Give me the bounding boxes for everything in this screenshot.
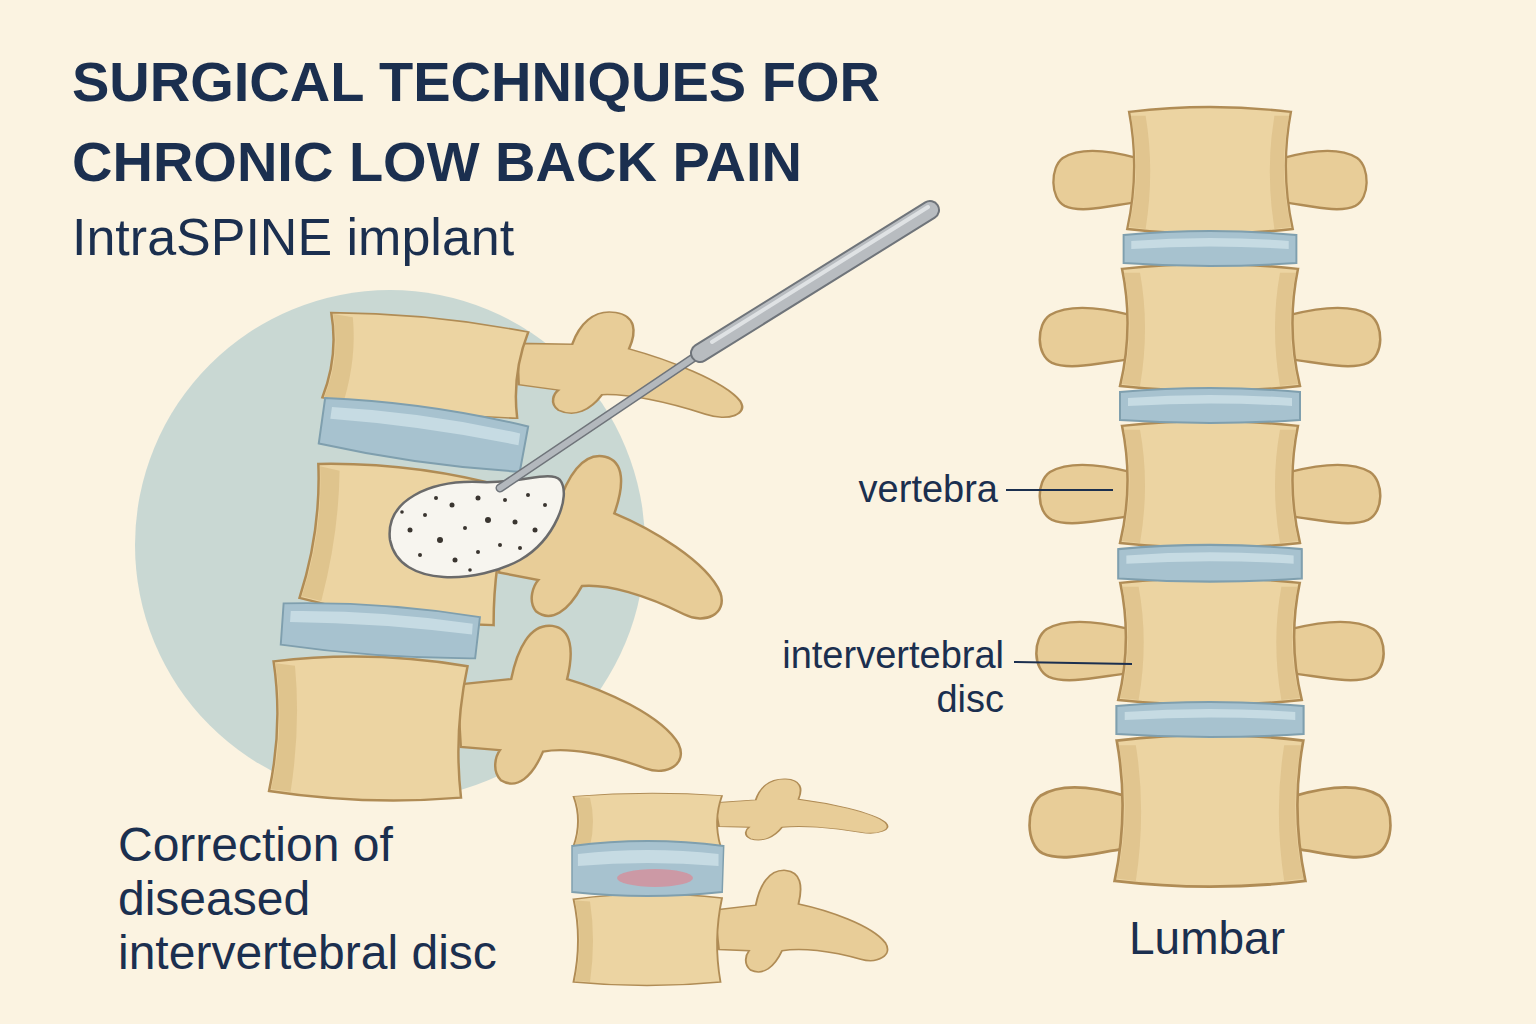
- vertebra-figure: [1036, 578, 1383, 705]
- pore-dot: [423, 513, 427, 517]
- vertebra-figure: [1030, 735, 1391, 887]
- instrument-shaft: [500, 350, 705, 488]
- leader-line: [1006, 489, 1113, 491]
- vertebra-figure: [1053, 107, 1366, 234]
- disc-figure: [1124, 231, 1297, 266]
- pore-dot: [476, 496, 481, 501]
- region-label: Lumbar: [1129, 910, 1285, 966]
- pore-dot: [476, 550, 480, 554]
- part-label: vertebra: [859, 466, 998, 512]
- instrument-handle: [700, 210, 930, 353]
- disc-figure: [1120, 388, 1300, 423]
- pore-dot: [437, 537, 443, 543]
- pore-dot: [526, 493, 530, 497]
- pore-dot: [418, 553, 422, 557]
- pore-dot: [450, 503, 455, 508]
- instrument-highlight: [712, 207, 928, 342]
- implant: [390, 476, 564, 577]
- pore-dot: [468, 568, 472, 572]
- pore-dot: [463, 526, 467, 530]
- caption-label: Correction of diseased intervertebral di…: [118, 818, 538, 980]
- vertebra-figure: [574, 779, 888, 848]
- pore-dot: [408, 528, 413, 533]
- implant-body: [390, 476, 564, 577]
- leader-line: [1014, 662, 1132, 664]
- front-spine: [1030, 107, 1391, 887]
- title: SURGICAL TECHNIQUES FOR CHRONIC LOW BACK…: [72, 42, 972, 202]
- pore-dot: [485, 517, 491, 523]
- instrument-handle-outline: [700, 210, 930, 353]
- disc-figure: [1116, 702, 1303, 737]
- small-disc-illustration: [572, 779, 887, 986]
- disc-figure: [280, 599, 480, 662]
- disc-figure: [318, 393, 529, 476]
- subtitle: IntraSPINE implant: [72, 206, 514, 268]
- instrument-shaft-outline: [500, 350, 705, 488]
- implant-pores: [400, 493, 547, 572]
- pore-dot: [498, 543, 502, 547]
- diseased-area: [617, 869, 693, 887]
- pore-dot: [434, 496, 438, 500]
- pore-dot: [543, 503, 547, 507]
- lateral-spine: [269, 283, 751, 811]
- vertebra-figure: [1040, 264, 1381, 391]
- pore-dot: [453, 558, 458, 563]
- surgical-instrument: [500, 207, 930, 488]
- pore-dot: [503, 498, 507, 502]
- disc-figure: [572, 841, 724, 896]
- pore-dot: [513, 520, 518, 525]
- vertebra-figure: [1040, 421, 1381, 548]
- pore-dot: [518, 546, 522, 550]
- part-label: intervertebral disc: [744, 633, 1004, 721]
- pore-dot: [533, 528, 538, 533]
- pore-dot: [400, 510, 404, 514]
- disc-figure: [1118, 545, 1302, 582]
